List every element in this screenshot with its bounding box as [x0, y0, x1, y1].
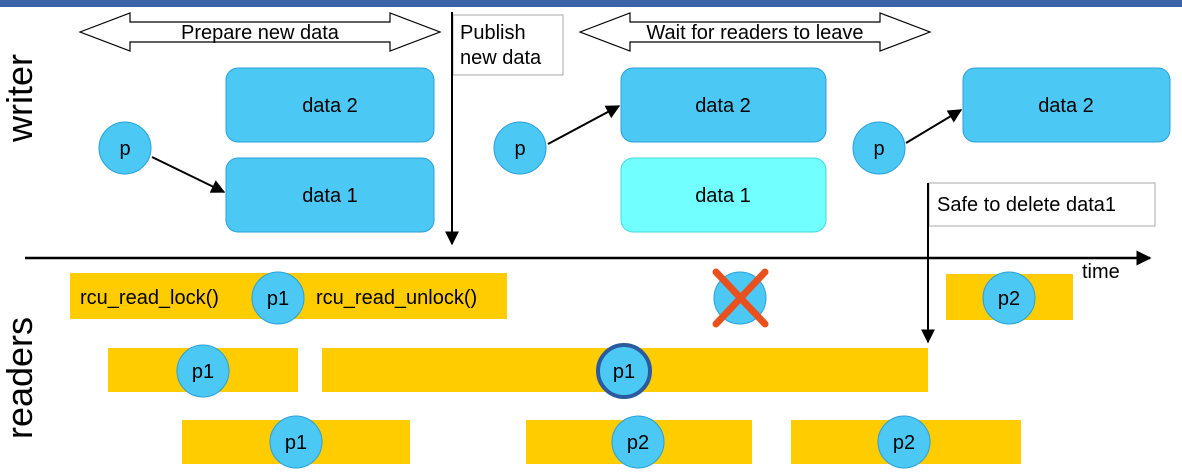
- wait-phase-arrow: Wait for readers to leave: [578, 12, 932, 52]
- prepare-phase-arrow: Prepare new data: [78, 12, 442, 52]
- reader3-pointer-a-circle: [269, 415, 323, 469]
- reader1-unlock-label: rcu_read_unlock(): [316, 287, 477, 309]
- reader3-pointer-c-circle: [877, 415, 931, 469]
- stage1-data1-label: data 1: [302, 185, 358, 207]
- cross-icon: [712, 268, 769, 328]
- publish-label-box: Publish new data: [452, 14, 564, 76]
- stage3-data2-box: [962, 67, 1171, 143]
- reader1-late-pointer-circle: [982, 271, 1036, 325]
- reader3-pointer-a-label: p1: [285, 432, 307, 454]
- stage2-data2-label: data 2: [695, 95, 751, 117]
- stage2-data2-box: [620, 67, 827, 143]
- stage1-data1-box: [225, 157, 435, 233]
- stage1-pointer-arrow: [151, 156, 226, 193]
- reader2-pointer-b-label: p1: [613, 361, 635, 383]
- stage3-pointer-circle: [852, 121, 906, 175]
- reader1-pointer-circle: [251, 271, 305, 325]
- reader3-pointer-b-circle: [611, 415, 665, 469]
- reader3-pointer-c-label: p2: [893, 432, 915, 454]
- top-bar: [0, 0, 1182, 7]
- stage1-data2-box: [225, 67, 435, 143]
- stage2-data1-box: [620, 157, 827, 233]
- stage1-data2-label: data 2: [302, 95, 358, 117]
- readers-row-label: readers: [0, 317, 40, 439]
- stage3-pointer-label: p: [873, 138, 884, 160]
- reader1-late-pointer-label: p2: [998, 288, 1020, 310]
- stage2-pointer-circle: [493, 121, 547, 175]
- safe-delete-box: Safe to delete data1: [928, 182, 1156, 227]
- stage1-pointer-circle: [98, 121, 152, 175]
- publish-label-line1: Publish: [460, 22, 526, 44]
- stage1-pointer-label: p: [119, 138, 130, 160]
- stage2-data1-label: data 1: [695, 185, 751, 207]
- stage3-data2-label: data 2: [1038, 95, 1094, 117]
- publish-label-line2: new data: [460, 47, 542, 69]
- stage2-pointer-label: p: [514, 138, 525, 160]
- reader2-pointer-a-circle: [176, 344, 230, 398]
- reader1-lock-label: rcu_read_lock(): [80, 287, 219, 309]
- prepare-phase-label: Prepare new data: [181, 22, 340, 44]
- time-axis-label: time: [1082, 261, 1120, 283]
- reader2-pointer-a-label: p1: [192, 361, 214, 383]
- reader3-pointer-b-label: p2: [627, 432, 649, 454]
- stage3-pointer-arrow: [905, 109, 963, 144]
- reader1-pointer-label: p1: [267, 288, 289, 310]
- writer-row-label: writer: [0, 54, 40, 143]
- wait-phase-label: Wait for readers to leave: [646, 22, 863, 44]
- stage2-pointer-arrow: [547, 105, 621, 145]
- safe-delete-label: Safe to delete data1: [937, 194, 1116, 216]
- reader2-pointer-b-circle: [596, 343, 652, 399]
